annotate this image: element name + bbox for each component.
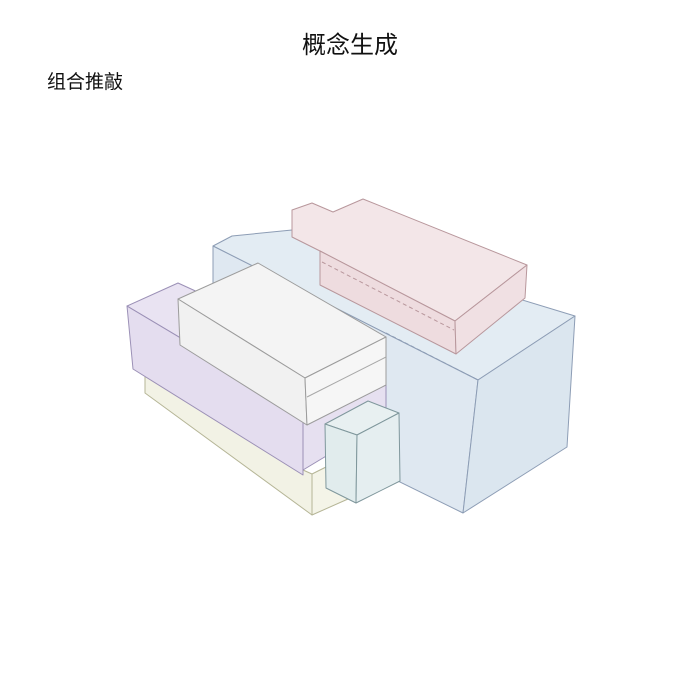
white-volume: [177, 262, 387, 426]
white-volume-floor-line: [306, 356, 387, 398]
blue-volume-right-face: [462, 315, 576, 514]
white-volume-right-face: [304, 336, 387, 426]
cyan-volume: [324, 400, 401, 504]
pink-volume: [291, 198, 528, 355]
blue-volume-hidden-edge: [385, 332, 479, 381]
cyan-volume-right-face: [355, 412, 401, 504]
page-title: 概念生成: [302, 31, 398, 59]
page-subtitle: 组合推敲: [47, 71, 124, 93]
pink-volume-hidden-edge: [321, 261, 455, 331]
pink-volume-right-face: [454, 264, 528, 355]
